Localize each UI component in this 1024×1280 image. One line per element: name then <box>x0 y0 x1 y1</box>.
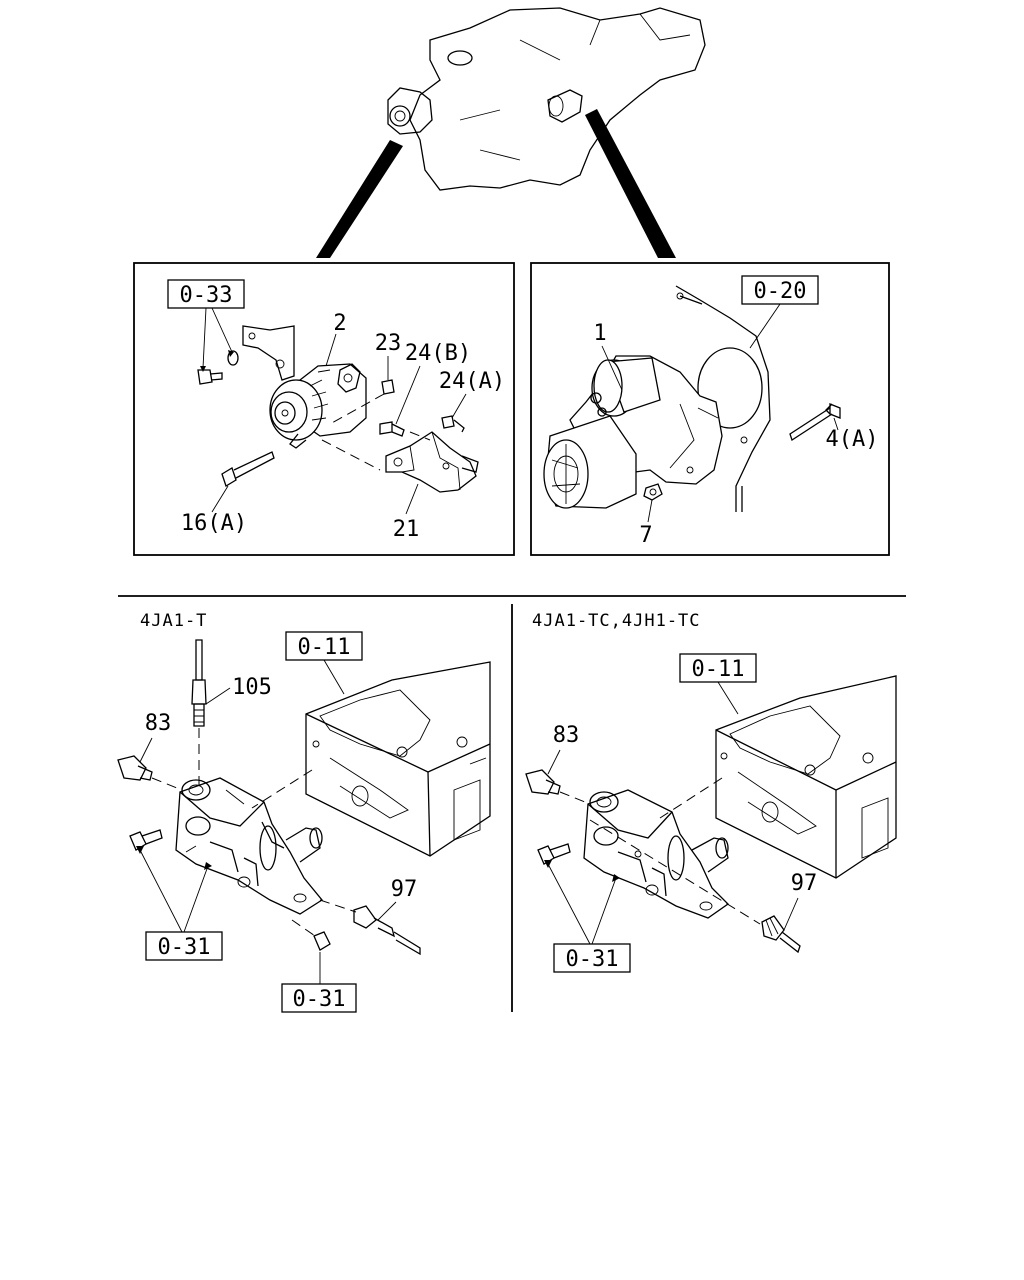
starter-motor <box>543 355 723 509</box>
sensor-83 <box>525 769 591 805</box>
callout-83: 83 <box>553 723 580 748</box>
ref-label: 0-20 <box>754 279 807 304</box>
callout-1: 1 <box>593 321 606 346</box>
callout-21: 21 <box>393 517 420 542</box>
callout-97: 97 <box>391 877 418 902</box>
ref-label: 0-11 <box>298 635 351 660</box>
callout-7: 7 <box>639 523 652 548</box>
alternator <box>269 363 367 449</box>
section-title: 4JA1-T <box>140 611 207 631</box>
callout-2: 2 <box>333 311 346 336</box>
starter-panel: 0-20 1 <box>530 262 890 556</box>
ref-label: 0-33 <box>180 283 233 308</box>
ref-box <box>281 983 357 1013</box>
sensor-97 <box>761 915 801 954</box>
callout-23: 23 <box>375 331 402 356</box>
cylinder-head <box>305 661 491 857</box>
alternator-panel: 0-33 <box>133 262 515 556</box>
alternator-bracket <box>385 431 479 493</box>
ref-box <box>553 943 631 973</box>
thermostat-section-4ja1-tc: 4JA1-TC,4JH1-TC 0-11 <box>525 611 897 973</box>
ref-box <box>145 931 223 961</box>
ref-label: 0-31 <box>293 987 346 1012</box>
callout-16a: 16(A) <box>181 511 247 536</box>
callout-97: 97 <box>791 871 818 896</box>
cylinder-head <box>715 675 897 879</box>
callout-83: 83 <box>145 711 172 736</box>
ref-label: 0-31 <box>566 947 619 972</box>
callout-4a: 4(A) <box>826 427 879 452</box>
thermostat-housing <box>583 777 761 925</box>
thermostat-housing <box>175 769 357 915</box>
callout-105: 105 <box>232 675 272 700</box>
section-title: 4JA1-TC,4JH1-TC <box>532 611 701 631</box>
ref-label: 0-31 <box>158 935 211 960</box>
ref-label: 0-11 <box>692 657 745 682</box>
sensor-83 <box>117 755 183 791</box>
callout-24b: 24(B) <box>405 341 471 366</box>
thermostat-section-4ja1-t: 4JA1-T 0-11 <box>117 611 491 1013</box>
engine-overview <box>316 7 706 258</box>
sensor-97 <box>353 905 421 956</box>
callout-24a: 24(A) <box>439 369 505 394</box>
